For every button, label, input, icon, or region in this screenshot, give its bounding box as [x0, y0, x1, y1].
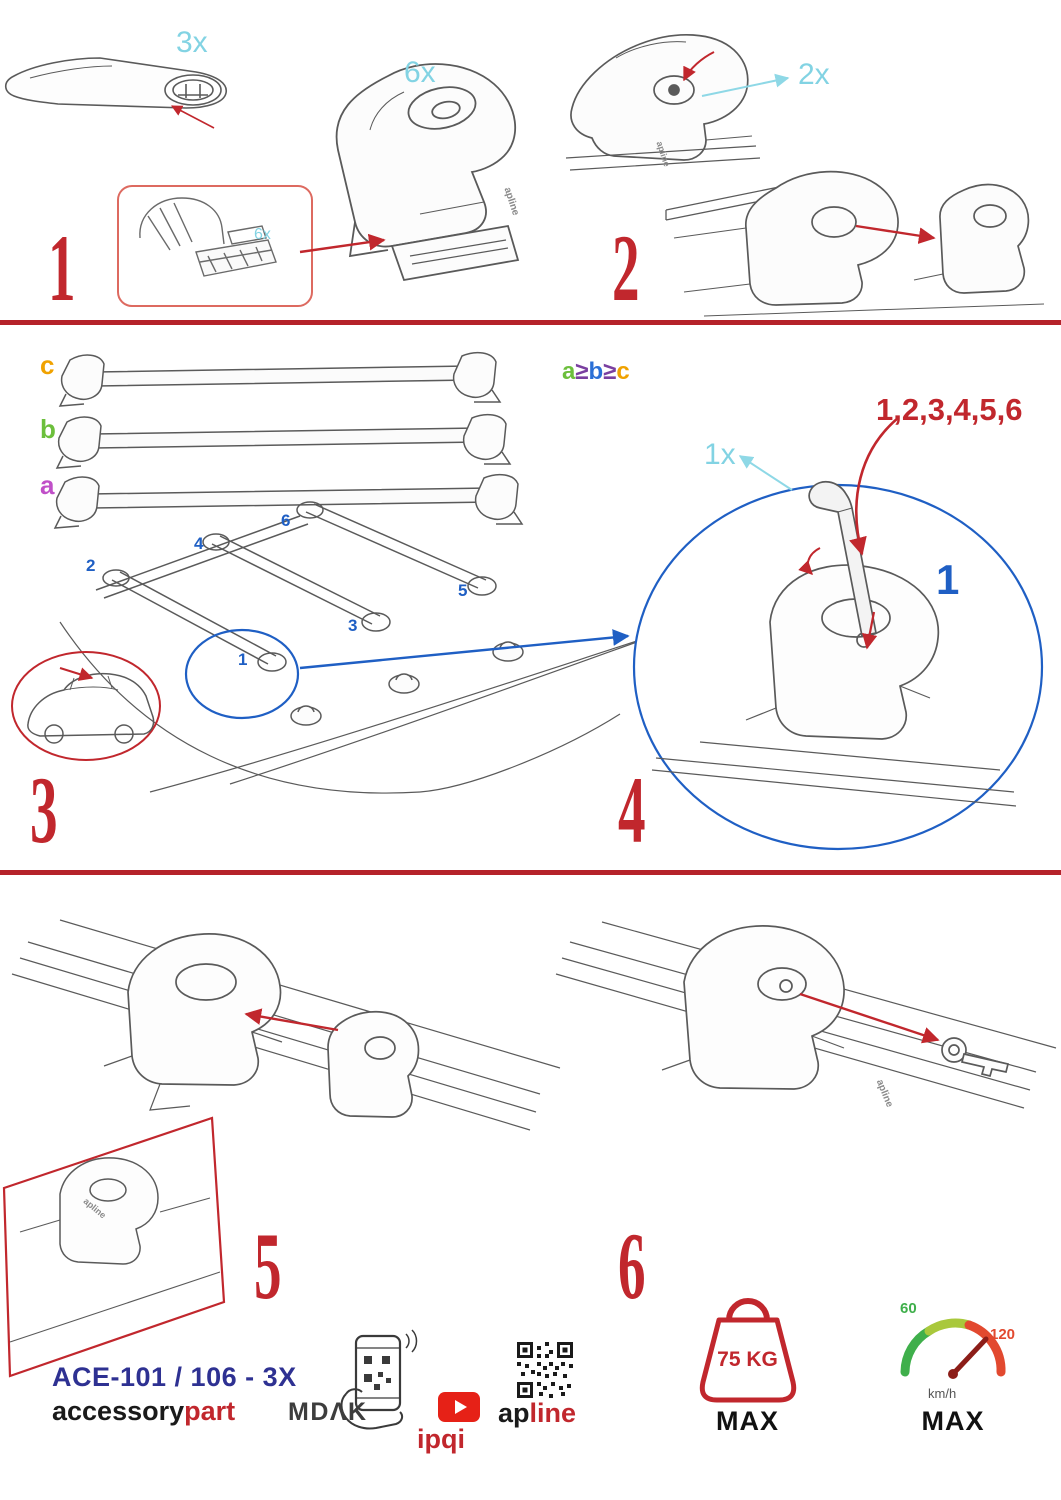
step2-number: 2 — [612, 215, 640, 321]
key-icon — [941, 1037, 1010, 1078]
youtube-play-triangle — [454, 1400, 467, 1414]
lock-with-key-drawing — [555, 921, 1057, 1109]
step4-number: 4 — [618, 757, 646, 863]
size-rule-c: c — [616, 358, 630, 385]
hex-key-drawing — [808, 480, 877, 638]
section-divider-1 — [0, 320, 1061, 325]
zoom-detail-drawing — [632, 417, 1044, 851]
position-5-label: 5 — [458, 581, 468, 600]
ipqi-logo: ipqi — [417, 1424, 465, 1454]
car-inset-drawing — [11, 651, 161, 761]
position-2-label: 2 — [86, 556, 96, 575]
key-qty-label: 1x — [704, 438, 736, 471]
apline-logo-black: ap — [498, 1398, 530, 1428]
bar-b-label: b — [40, 414, 56, 444]
pad-qty-label: 6x — [254, 226, 271, 243]
accessorypart-logo: accessorypart — [52, 1396, 235, 1427]
step3-number: 3 — [30, 757, 58, 863]
position-6-label: 6 — [281, 511, 291, 530]
position1-highlight-circle — [184, 628, 300, 720]
position-1-label: 1 — [238, 650, 248, 669]
size-rule-b: b — [588, 358, 604, 385]
foot-qty-label: 6x — [404, 56, 436, 89]
crossbar-c-drawing — [58, 351, 502, 407]
max-weight-label: MAX — [716, 1406, 779, 1436]
key-qty-arrow — [738, 455, 793, 491]
speedometer-icon — [900, 1318, 1006, 1379]
step1-number: 1 — [48, 215, 76, 321]
key-rotate-arrow — [798, 547, 821, 575]
sequence-start-label: 1 — [936, 556, 960, 603]
qr-code-icon — [517, 1342, 573, 1398]
slide-in-arrow — [244, 1008, 339, 1032]
size-rule-ge1: ≥ — [575, 358, 589, 385]
roof-overview-drawing — [59, 501, 649, 794]
step6-number: 6 — [618, 1213, 646, 1319]
bar-c-label: c — [40, 350, 55, 380]
key-to-lock-arrow — [799, 992, 940, 1044]
max-speed-label: MAX — [921, 1406, 985, 1436]
size-rule: a≥b≥c — [562, 358, 630, 386]
step5-number: 5 — [254, 1213, 282, 1319]
apline-logo: apline — [498, 1398, 576, 1429]
position-4-label: 4 — [194, 534, 204, 553]
foot-inset-panel — [2, 1116, 226, 1378]
lock-turn-arrow — [683, 51, 715, 82]
speed-low-label: 60 — [900, 1300, 917, 1317]
bar-a-label: a — [40, 470, 55, 500]
pad-detail-box — [117, 185, 386, 307]
size-rule-ge2: ≥ — [603, 358, 617, 385]
slide-foot-drawing — [11, 919, 561, 1131]
tube-pointer-arrow — [171, 105, 215, 129]
crossbar-tube-drawing — [4, 57, 227, 109]
size-rule-a: a — [562, 358, 576, 385]
section3-drawings — [2, 919, 1057, 1430]
bar-qty-label: 3x — [176, 26, 208, 59]
section-divider-2 — [0, 870, 1061, 875]
youtube-icon — [438, 1392, 480, 1422]
section1-drawings — [4, 33, 1045, 317]
apline-logo-red: line — [529, 1398, 577, 1428]
accessorypart-logo-black: accessory — [52, 1396, 185, 1426]
lock-qty-arrow — [701, 73, 790, 97]
lock-qty-label: 2x — [798, 58, 830, 91]
clamp-foot-drawing — [335, 63, 520, 282]
key-insert-arrow — [862, 611, 878, 650]
crossbar-a-drawing — [53, 473, 524, 529]
model-code: ACE-101 / 106 - 3X — [52, 1362, 297, 1392]
max-weight-icon — [699, 1298, 797, 1403]
section2-drawings — [11, 351, 1044, 851]
zoom-link-arrow — [299, 629, 630, 670]
lock-foot-drawing — [565, 33, 761, 171]
position-3-label: 3 — [348, 616, 358, 635]
cover-attach-arrow — [855, 224, 936, 245]
foot-cover-drawing — [665, 170, 1045, 317]
mount-sequence-label: 1,2,3,4,5,6 — [876, 392, 1023, 427]
max-weight-value: 75 KG — [717, 1348, 778, 1371]
accessorypart-logo-red: part — [184, 1396, 236, 1426]
phone-scan-icon — [340, 1329, 418, 1430]
pad-to-clamp-arrow — [299, 233, 386, 254]
mdak-logo: MDΛK — [288, 1398, 368, 1426]
sequence-arrow — [849, 417, 899, 556]
speed-high-label: 120 — [990, 1326, 1016, 1343]
speed-unit-label: km/h — [928, 1386, 957, 1401]
crossbar-b-drawing — [55, 413, 512, 469]
